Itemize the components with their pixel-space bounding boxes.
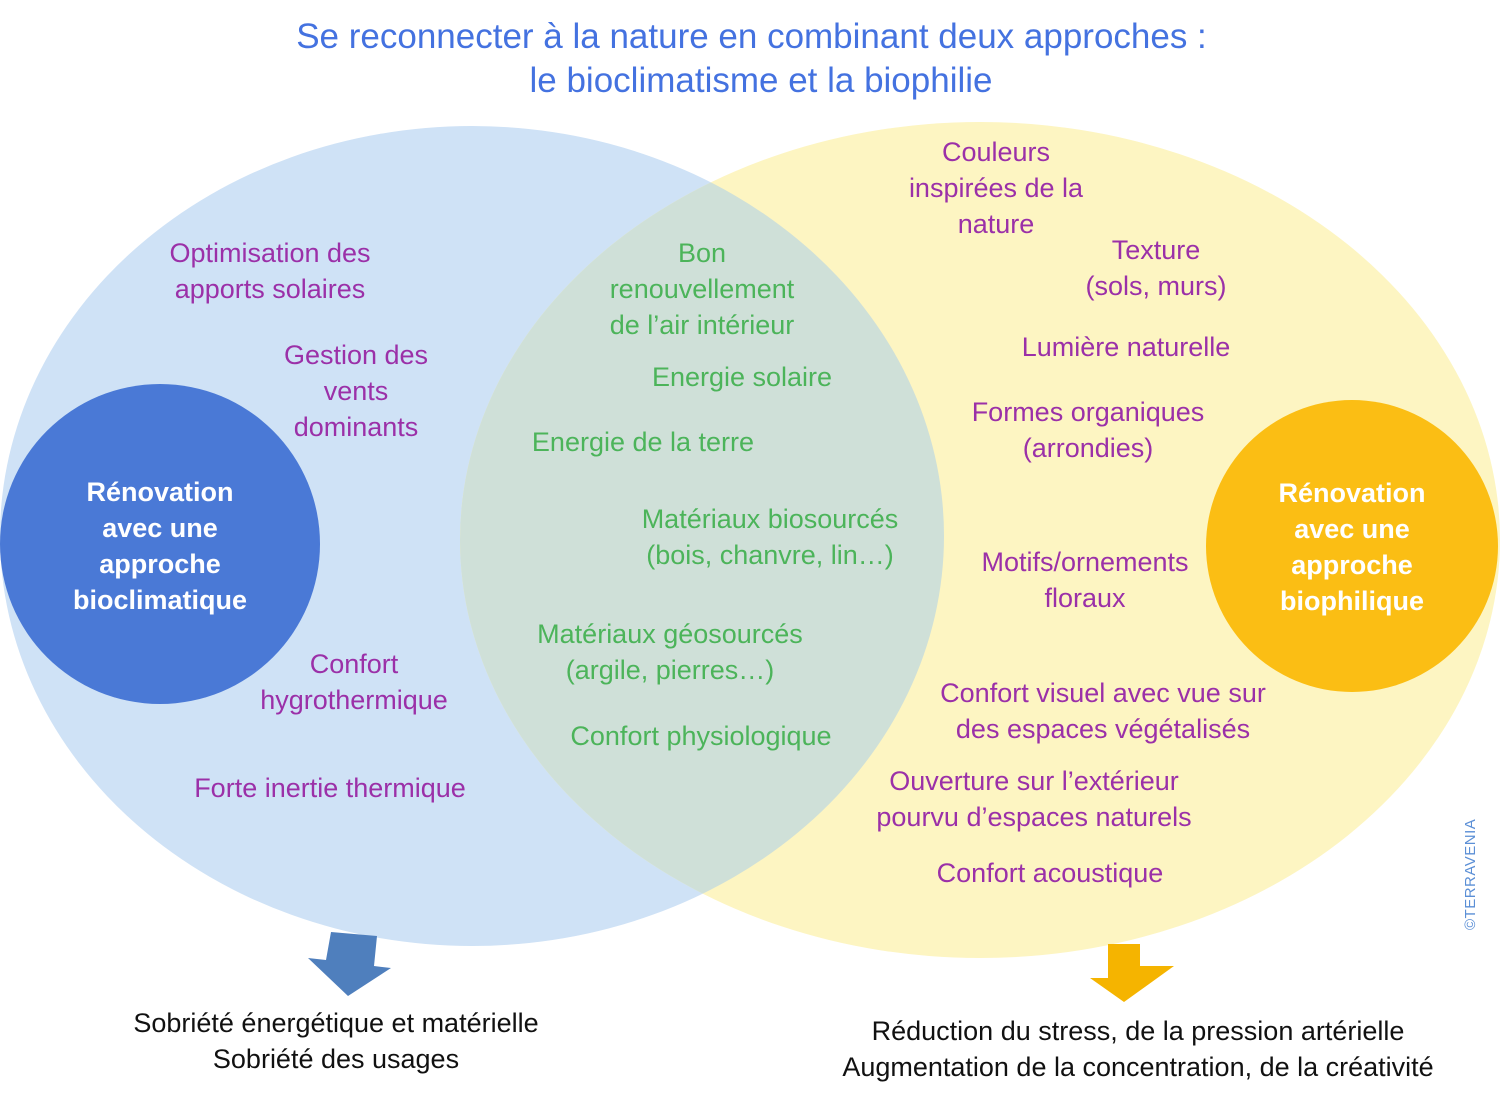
label-bioclimatique: Rénovation avec une approche bioclimatiq… [72, 477, 248, 615]
left-center-circle [0, 384, 320, 704]
item-renouvellement-air: Bon renouvellement de l’air intérieur [609, 238, 795, 340]
title-line-1: Se reconnecter à la nature en combinant … [296, 17, 1207, 56]
item-confort-acoustique: Confort acoustique [936, 858, 1164, 888]
item-apports-solaires: Optimisation des apports solaires [169, 238, 371, 304]
item-materiaux-geosources: Matériaux géosourcés (argile, pierres…) [537, 619, 803, 685]
item-vents-dominants: Gestion des vents dominants [283, 340, 429, 442]
item-energie-solaire: Energie solaire [651, 362, 833, 392]
right-center-circle [1206, 400, 1498, 692]
watermark: ©TERRAVENIA [1462, 818, 1479, 930]
outcome-bioclimatique: Sobriété énergétique et matérielle Sobri… [133, 1008, 539, 1074]
item-texture: Texture (sols, murs) [1085, 235, 1227, 301]
item-ouverture-exterieur: Ouverture sur l’extérieur pourvu d’espac… [876, 766, 1192, 832]
item-materiaux-biosources: Matériaux biosourcés (bois, chanvre, lin… [641, 504, 899, 570]
item-inertie-thermique: Forte inertie thermique [194, 773, 466, 803]
item-energie-terre: Energie de la terre [531, 427, 755, 457]
item-confort-hygrothermique: Confort hygrothermique [260, 649, 448, 715]
right-arrow [1090, 944, 1174, 1002]
item-couleurs-nature: Couleurs inspirées de la nature [908, 137, 1084, 239]
title-line-2: le bioclimatisme et la biophilie [529, 61, 993, 100]
item-lumiere-naturelle: Lumière naturelle [1021, 332, 1231, 362]
overlap-region [460, 126, 944, 946]
outcome-biophilique: Réduction du stress, de la pression arté… [842, 1016, 1434, 1082]
label-biophilique: Rénovation avec une approche biophilique [1278, 478, 1426, 616]
item-motifs-floraux: Motifs/ornements floraux [981, 547, 1189, 613]
item-formes-organiques: Formes organiques (arrondies) [971, 397, 1205, 463]
item-confort-visuel: Confort visuel avec vue sur des espaces … [940, 678, 1266, 744]
left-arrow [308, 932, 391, 996]
item-confort-physiologique: Confort physiologique [570, 721, 832, 751]
